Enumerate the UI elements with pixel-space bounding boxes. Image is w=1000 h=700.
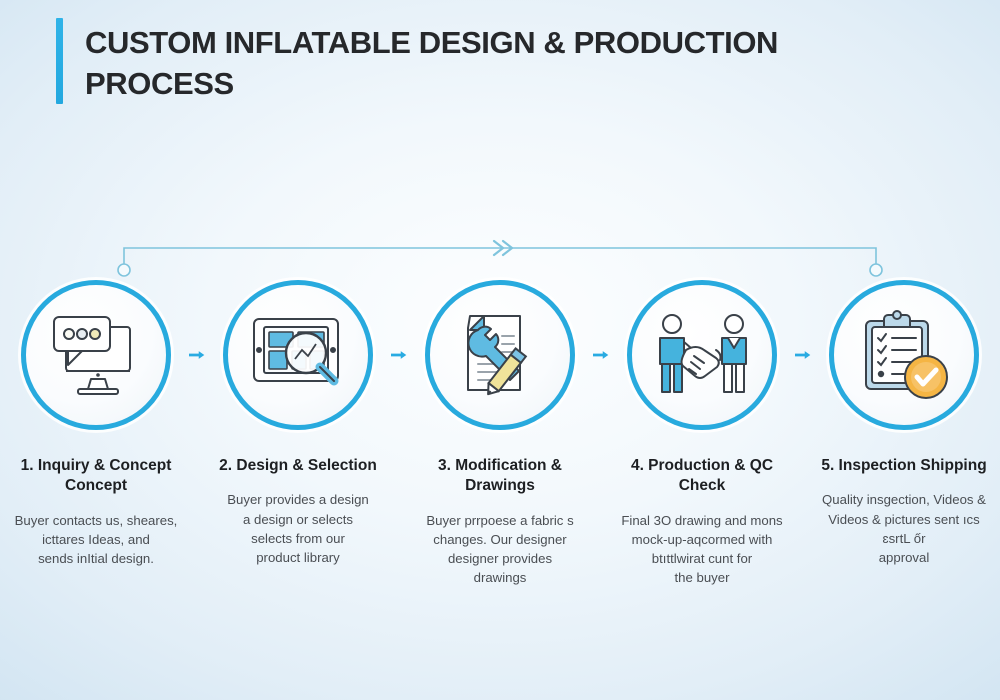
rail-endpoint-right <box>869 263 883 277</box>
step-1-description: Buyer contacts us, sheares, icttares Ide… <box>14 512 178 567</box>
arrow-right-icon <box>593 351 609 359</box>
step-4-icon-circle <box>627 280 777 430</box>
step-2-title: 2. Design & Selection <box>219 457 377 474</box>
step-5-description: Quality insgection, Videos & Videos & pi… <box>822 492 986 565</box>
step-5-icon-circle <box>829 280 979 430</box>
process-step-4[interactable]: 4. Production & QC Check Final 3O drawin… <box>609 280 795 587</box>
double-chevron-right-icon <box>492 239 514 257</box>
step-5-title: 5. Inspection Shipping <box>821 457 987 474</box>
step-4-title: 4. Production & QC Check <box>630 457 774 495</box>
page-title-block: CUSTOM INFLATABLE DESIGN & PRODUCTION PR… <box>56 18 805 105</box>
pencil-icon <box>487 347 528 396</box>
rail-endpoint-left <box>117 263 131 277</box>
monitor-chat-icon <box>53 316 131 395</box>
step-2-description: Buyer provides a design a design or sele… <box>227 492 369 565</box>
step-arrow-2-3 <box>391 280 407 368</box>
process-step-3[interactable]: 3. Modification & Drawings Buyer prrpoes… <box>407 280 593 587</box>
process-rail <box>0 236 1000 282</box>
handshake-icon <box>659 314 747 393</box>
clipboard-check-icon <box>865 310 948 399</box>
step-arrow-3-4 <box>593 280 609 368</box>
process-step-2[interactable]: 2. Design & Selection Buyer provides a d… <box>205 280 391 567</box>
step-arrow-4-5 <box>795 280 811 368</box>
step-1-icon-circle <box>21 280 171 430</box>
process-step-5[interactable]: 5. Inspection Shipping Quality insgectio… <box>811 280 997 567</box>
arrow-right-icon <box>391 351 407 359</box>
arrow-right-icon <box>189 351 205 359</box>
arrow-right-icon <box>795 351 811 359</box>
page-title: CUSTOM INFLATABLE DESIGN & PRODUCTION PR… <box>85 25 779 102</box>
process-step-1[interactable]: 1. Inquiry & Concept Concept Buyer conta… <box>3 280 189 568</box>
rail-path <box>123 247 877 264</box>
step-3-description: Buyer prrpoese a fabric s changes. Our d… <box>426 512 574 586</box>
step-2-icon-circle <box>223 280 373 430</box>
step-1-title: 1. Inquiry & Concept Concept <box>20 457 172 495</box>
check-badge-icon <box>904 355 948 399</box>
step-arrow-1-2 <box>189 280 205 368</box>
title-accent-bar <box>56 18 63 105</box>
process-steps: 1. Inquiry & Concept Concept Buyer conta… <box>0 280 1000 587</box>
step-3-title: 3. Modification & Drawings <box>438 457 562 495</box>
document-wrench-pencil-icon <box>467 315 528 396</box>
step-4-description: Final 3O drawing and mons mock-up-aqcorm… <box>621 512 783 586</box>
step-3-icon-circle <box>425 280 575 430</box>
tablet-magnifier-icon <box>253 318 339 386</box>
